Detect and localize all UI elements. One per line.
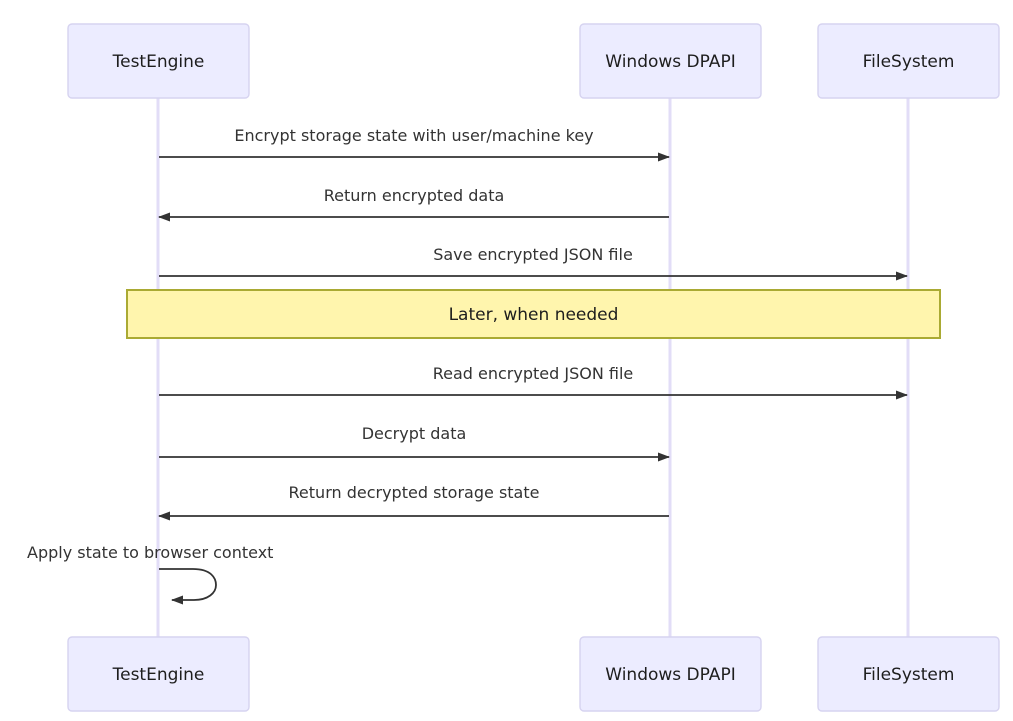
- participant-box[interactable]: [817, 636, 1000, 712]
- participant-box[interactable]: [67, 23, 250, 99]
- participant-box[interactable]: [579, 23, 762, 99]
- message-label: Decrypt data: [362, 424, 467, 443]
- participant-label: Windows DPAPI: [605, 52, 735, 72]
- participant-label: FileSystem: [863, 665, 955, 685]
- message-label: Read encrypted JSON file: [433, 364, 634, 383]
- participant-box[interactable]: [67, 636, 250, 712]
- note-label: Later, when needed: [449, 305, 619, 325]
- participants-bottom: TestEngine Windows DPAPI FileSystem: [67, 636, 1000, 712]
- participant-top-testengine[interactable]: TestEngine: [67, 23, 250, 99]
- participant-label: TestEngine: [112, 665, 205, 685]
- message-4[interactable]: Read encrypted JSON file: [159, 364, 908, 400]
- participant-box[interactable]: [817, 23, 1000, 99]
- self-message-apply-state[interactable]: Apply state to browser context: [27, 543, 273, 605]
- message-label: Save encrypted JSON file: [433, 245, 633, 264]
- participant-bottom-dpapi[interactable]: Windows DPAPI: [579, 636, 762, 712]
- participant-box[interactable]: [579, 636, 762, 712]
- participant-label: Windows DPAPI: [605, 665, 735, 685]
- message-1[interactable]: Encrypt storage state with user/machine …: [159, 126, 670, 162]
- self-message-label: Apply state to browser context: [27, 543, 273, 562]
- message-label: Return encrypted data: [324, 186, 505, 205]
- lifelines: [156, 98, 910, 638]
- participants-top: TestEngine Windows DPAPI FileSystem: [67, 23, 1000, 99]
- note-later-when-needed[interactable]: Later, when needed: [126, 289, 941, 339]
- participant-label: TestEngine: [112, 52, 205, 72]
- participant-label: FileSystem: [863, 52, 955, 72]
- self-message-loop-arrow[interactable]: [159, 568, 217, 605]
- message-label: Return decrypted storage state: [289, 483, 540, 502]
- participant-bottom-testengine[interactable]: TestEngine: [67, 636, 250, 712]
- note-rect[interactable]: [126, 289, 941, 339]
- message-2[interactable]: Return encrypted data: [158, 186, 669, 222]
- participant-bottom-filesystem[interactable]: FileSystem: [817, 636, 1000, 712]
- participant-top-dpapi[interactable]: Windows DPAPI: [579, 23, 762, 99]
- message-5[interactable]: Decrypt data: [159, 424, 670, 462]
- message-label: Encrypt storage state with user/machine …: [234, 126, 593, 145]
- message-6[interactable]: Return decrypted storage state: [158, 483, 669, 521]
- messages: Encrypt storage state with user/machine …: [27, 126, 941, 605]
- message-3[interactable]: Save encrypted JSON file: [159, 245, 908, 281]
- participant-top-filesystem[interactable]: FileSystem: [817, 23, 1000, 99]
